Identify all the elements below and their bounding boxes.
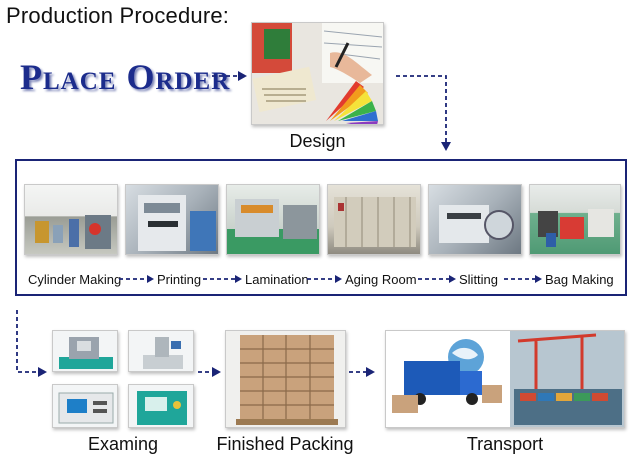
design-photo [251,22,384,125]
examing-photo-4 [128,384,194,428]
step-label-bag-making: Bag Making [545,272,614,287]
examing-label: Examing [87,434,159,454]
process-arrow-3 [307,275,342,283]
design-label: Design [289,131,346,151]
carton-stack-illustration [236,335,338,425]
step-label-slitting: Slitting [459,272,499,287]
transport-photo [385,330,625,428]
step-label-printing: Printing [157,272,202,287]
arrow-head-icon [441,142,451,151]
process-arrow-2 [203,275,242,283]
arrow-head-icon [366,367,375,377]
step-label-aging-room: Aging Room [345,272,417,287]
finished-packing-photo [225,330,346,428]
slitting-photo [428,184,522,255]
connector-design-process [396,75,447,142]
aging-room-photo [327,184,421,255]
process-arrow-1 [119,275,154,283]
arrow-head-icon [212,367,221,377]
page-title: Production Procedure: [6,3,230,28]
examing-photo-1 [52,330,118,372]
transport-illustration [392,331,624,427]
process-arrow-4 [418,275,456,283]
arrow-head-icon [38,367,47,377]
design-illustration [252,23,383,124]
process-arrow-5 [504,275,542,283]
cylinder-making-photo [24,184,118,255]
finished-packing-label: Finished Packing [216,434,354,454]
bag-making-photo [529,184,621,255]
step-label-cylinder-making: Cylinder Making [28,272,122,287]
step-label-lamination: Lamination [245,272,309,287]
transport-label: Transport [466,434,544,454]
place-order-title: Place Order [20,57,231,97]
examing-photo-3 [52,384,118,428]
examing-photo-2 [128,330,194,372]
lamination-photo [226,184,320,255]
arrow-head-icon [238,71,247,81]
printing-photo [125,184,219,255]
